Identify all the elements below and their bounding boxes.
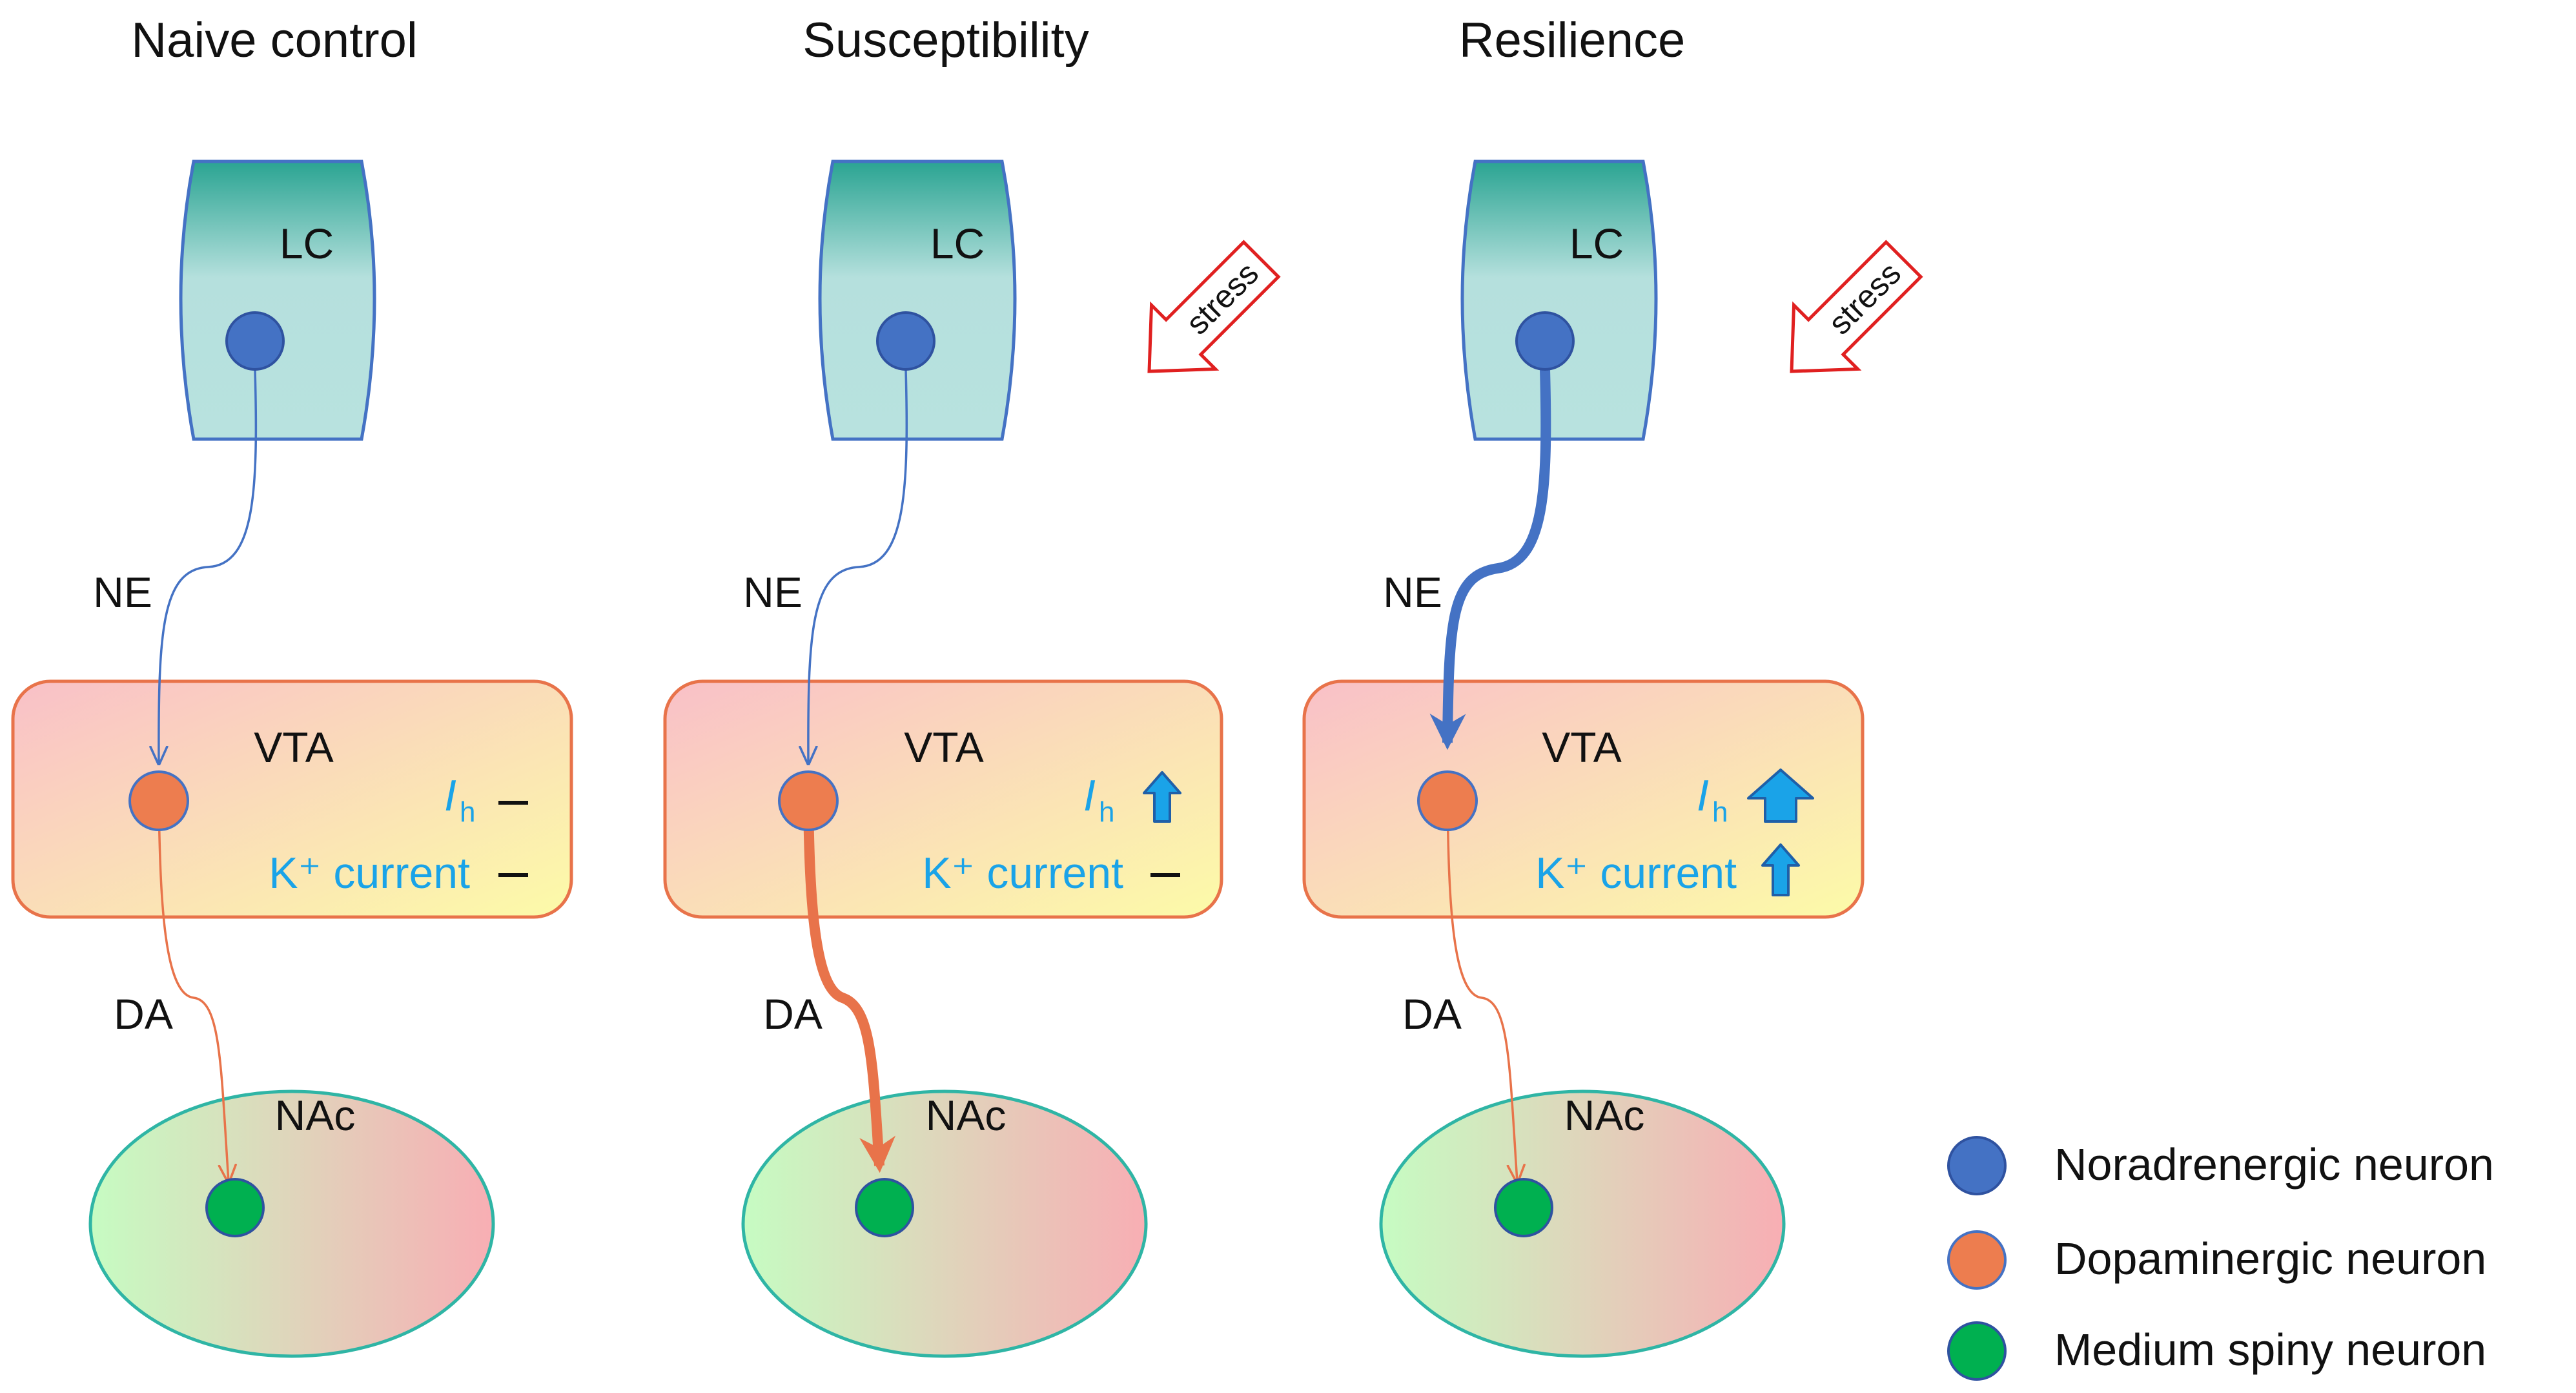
lc-label: LC (280, 220, 334, 267)
stress-arrow: stress (1147, 240, 1281, 373)
k-current-label: K⁺ current (269, 849, 470, 898)
vta-label: VTA (1542, 723, 1621, 771)
noradrenergic-neuron (1515, 311, 1575, 371)
vta-label: VTA (904, 723, 983, 771)
ih-subscript: h (1099, 796, 1114, 828)
dopaminergic-neuron (128, 770, 189, 831)
k-current-label: K⁺ current (1535, 849, 1737, 898)
nac-region (1379, 1089, 1786, 1358)
dopaminergic-neuron (1417, 770, 1478, 831)
da-pathway (158, 800, 229, 1182)
ih-label: I (444, 771, 456, 820)
k-current-label: K⁺ current (922, 849, 1123, 898)
ne-pathway (808, 369, 908, 763)
panel-title: Resilience (1459, 13, 1686, 68)
nac-label: NAc (275, 1091, 356, 1139)
da-label: DA (1402, 990, 1462, 1038)
panel-susceptibility: Susceptibility LC VTA NAc stress NE DA I… (663, 13, 1281, 1358)
k-no-change-dash (1150, 873, 1180, 877)
panel-title: Susceptibility (802, 13, 1089, 68)
lc-region (179, 160, 376, 441)
nac-label: NAc (926, 1091, 1007, 1139)
da-pathway (1446, 800, 1517, 1182)
ne-label: NE (1383, 568, 1442, 616)
vta-label: VTA (254, 723, 333, 771)
noradrenergic-neuron (876, 311, 935, 371)
legend-dopaminergic-label: Dopaminergic neuron (2054, 1233, 2486, 1284)
panel-naive-control: Naive control LC VTA NAc NE DA I h K⁺ cu… (11, 13, 573, 1358)
ih-subscript: h (1712, 796, 1728, 828)
ne-pathway (159, 369, 258, 763)
ih-increase-arrow-icon (1143, 771, 1181, 823)
lc-region (818, 160, 1017, 441)
medium-spiny-neuron (855, 1178, 914, 1237)
medium-spiny-neuron (1494, 1178, 1553, 1237)
lc-region (1460, 160, 1658, 441)
k-no-change-dash (498, 873, 528, 877)
panel-title: Naive control (131, 13, 418, 68)
legend-medium-spiny-swatch (1947, 1321, 2007, 1381)
k-increase-arrow-icon (1761, 843, 1800, 896)
ih-label: I (1083, 771, 1096, 820)
da-label: DA (763, 990, 823, 1038)
legend-medium-spiny-label: Medium spiny neuron (2054, 1325, 2486, 1375)
legend-noradrenergic-label: Noradrenergic neuron (2054, 1139, 2494, 1190)
ne-label: NE (743, 568, 802, 616)
ih-large-increase-arrow-icon (1747, 769, 1814, 823)
lc-label: LC (1569, 220, 1624, 267)
nac-region (741, 1089, 1148, 1358)
ne-label: NE (93, 568, 152, 616)
ih-label: I (1697, 771, 1709, 820)
nac-region (88, 1089, 495, 1358)
lc-label: LC (930, 220, 985, 267)
da-label: DA (114, 990, 173, 1038)
legend-noradrenergic-swatch (1947, 1136, 2007, 1195)
ne-pathway-strong (1429, 369, 1551, 750)
legend: Noradrenergic neuron Dopaminergic neuron… (1947, 1136, 2494, 1381)
stress-arrow: stress (1790, 240, 1923, 373)
medium-spiny-neuron (205, 1178, 265, 1237)
legend-dopaminergic-swatch (1947, 1230, 2007, 1290)
da-pathway-strong (803, 800, 896, 1173)
vta-region (663, 679, 1223, 919)
ih-no-change-dash (498, 801, 528, 805)
panel-resilience: Resilience LC VTA NAc stress NE DA I h K… (1302, 13, 1923, 1358)
nac-label: NAc (1564, 1091, 1645, 1139)
ih-subscript: h (460, 796, 475, 828)
noradrenergic-neuron (225, 311, 285, 371)
vta-region (11, 679, 573, 919)
dopaminergic-neuron (778, 770, 839, 831)
